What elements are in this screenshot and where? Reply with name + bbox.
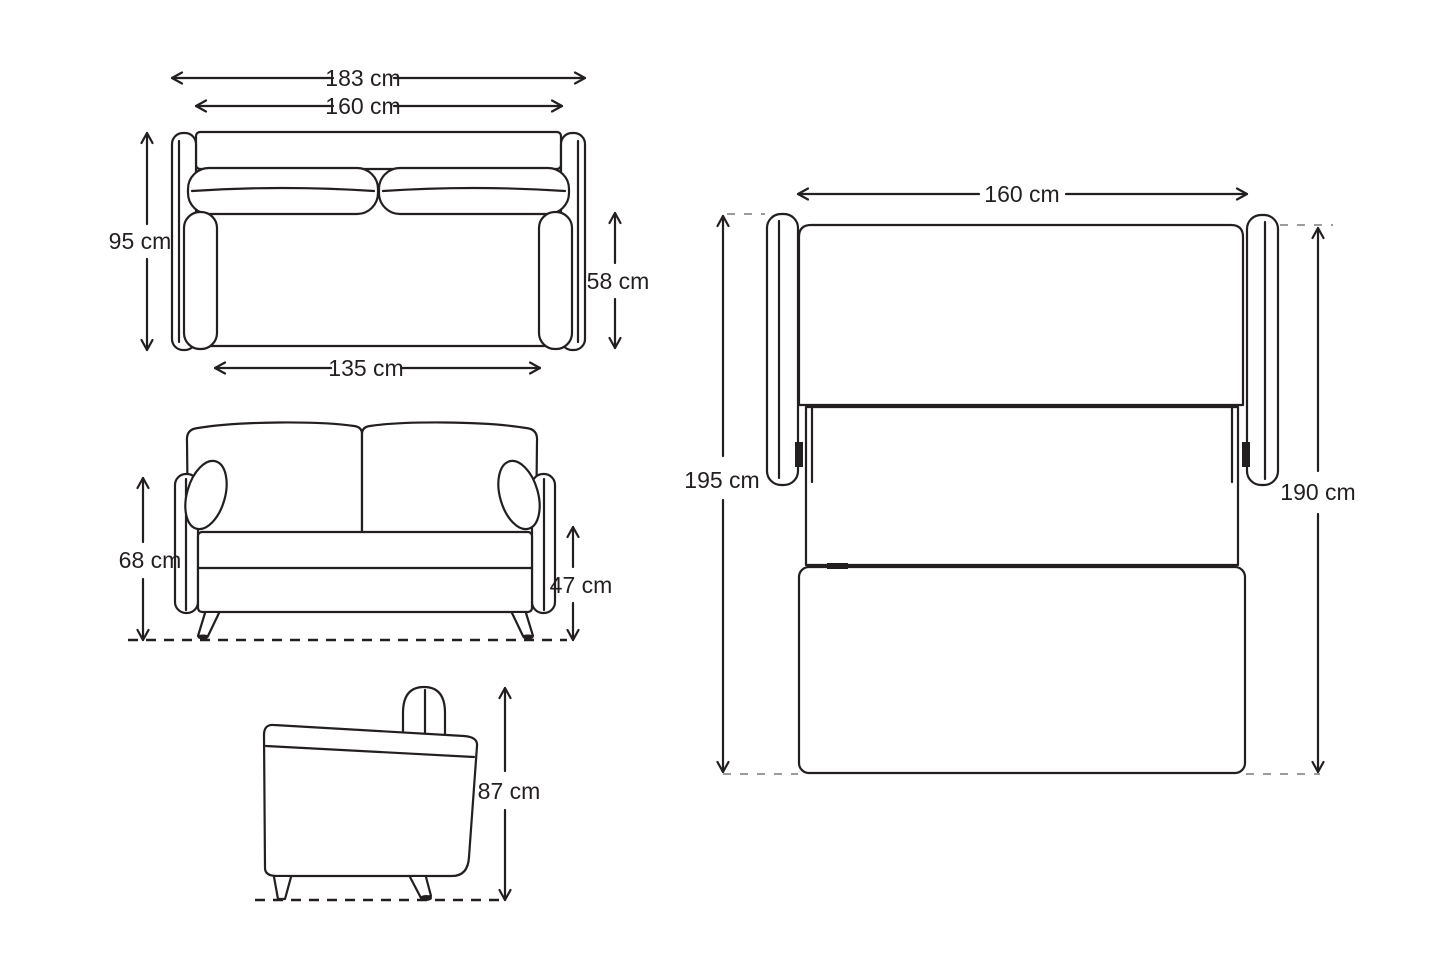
left-side-pillow: [182, 210, 219, 351]
bed-foot-section: [797, 565, 1247, 775]
extension-lines: [723, 213, 1333, 775]
label-overall-width: 183 cm: [325, 65, 400, 91]
label-overall-length: 195 cm: [684, 467, 759, 493]
bed-left-armrest: [765, 212, 800, 487]
front-left-leg: [196, 611, 221, 638]
bed-left-hinge: [795, 442, 803, 467]
left-seat-cushion: [186, 166, 380, 216]
dimension-lines-layer: [136, 71, 1325, 902]
side-front-leg: [272, 875, 293, 901]
dimension-labels-layer: 183 cm 160 cm 95 cm 58 cm 135 cm 68 cm 4…: [109, 65, 1356, 804]
front-right-foot: [522, 634, 534, 640]
label-overall-height: 87 cm: [478, 778, 541, 804]
front-right-leg: [510, 611, 535, 638]
left-arm-pillow: [184, 459, 228, 531]
bed-latch-mark: [827, 563, 848, 569]
side-view-back-seam: [264, 744, 476, 759]
front-view-legs: [196, 611, 535, 638]
sofa-side-view: [262, 685, 479, 901]
label-seat-depth: 58 cm: [587, 268, 650, 294]
floor-lines: [128, 638, 567, 902]
sofa-front-view: [173, 421, 557, 638]
sofa-top-view: [170, 130, 587, 352]
bed-top-view: [765, 212, 1280, 775]
bed-right-hinge: [1242, 442, 1250, 467]
head-cushion-side-view: [401, 685, 447, 744]
right-arm-pillow: [497, 459, 541, 531]
side-view-legs: [272, 875, 433, 901]
front-left-foot: [197, 634, 209, 640]
bed-mattress-section: [797, 223, 1245, 407]
label-seat-height: 47 cm: [550, 572, 613, 598]
label-depth: 95 cm: [109, 228, 172, 254]
bed-middle-section: [804, 405, 1240, 567]
label-mattress-length: 190 cm: [1280, 479, 1355, 505]
label-seat-width: 135 cm: [328, 355, 403, 381]
backrest-top-view: [194, 130, 563, 171]
back-cushions-front-view: [185, 421, 539, 534]
line-art-layer: [170, 130, 1280, 901]
body-side-view: [262, 723, 479, 878]
bed-right-armrest: [1245, 213, 1280, 487]
label-bed-width: 160 cm: [984, 181, 1059, 207]
label-arm-height: 68 cm: [119, 547, 182, 573]
label-back-width: 160 cm: [325, 93, 400, 119]
seat-base-front-view: [196, 530, 534, 614]
side-rear-leg: [408, 875, 433, 900]
right-cushion-seam: [381, 186, 567, 193]
seat-cushions-top-view: [186, 166, 571, 216]
right-seat-cushion: [377, 166, 571, 216]
left-cushion-seam: [190, 186, 376, 193]
right-side-pillow: [537, 210, 574, 351]
